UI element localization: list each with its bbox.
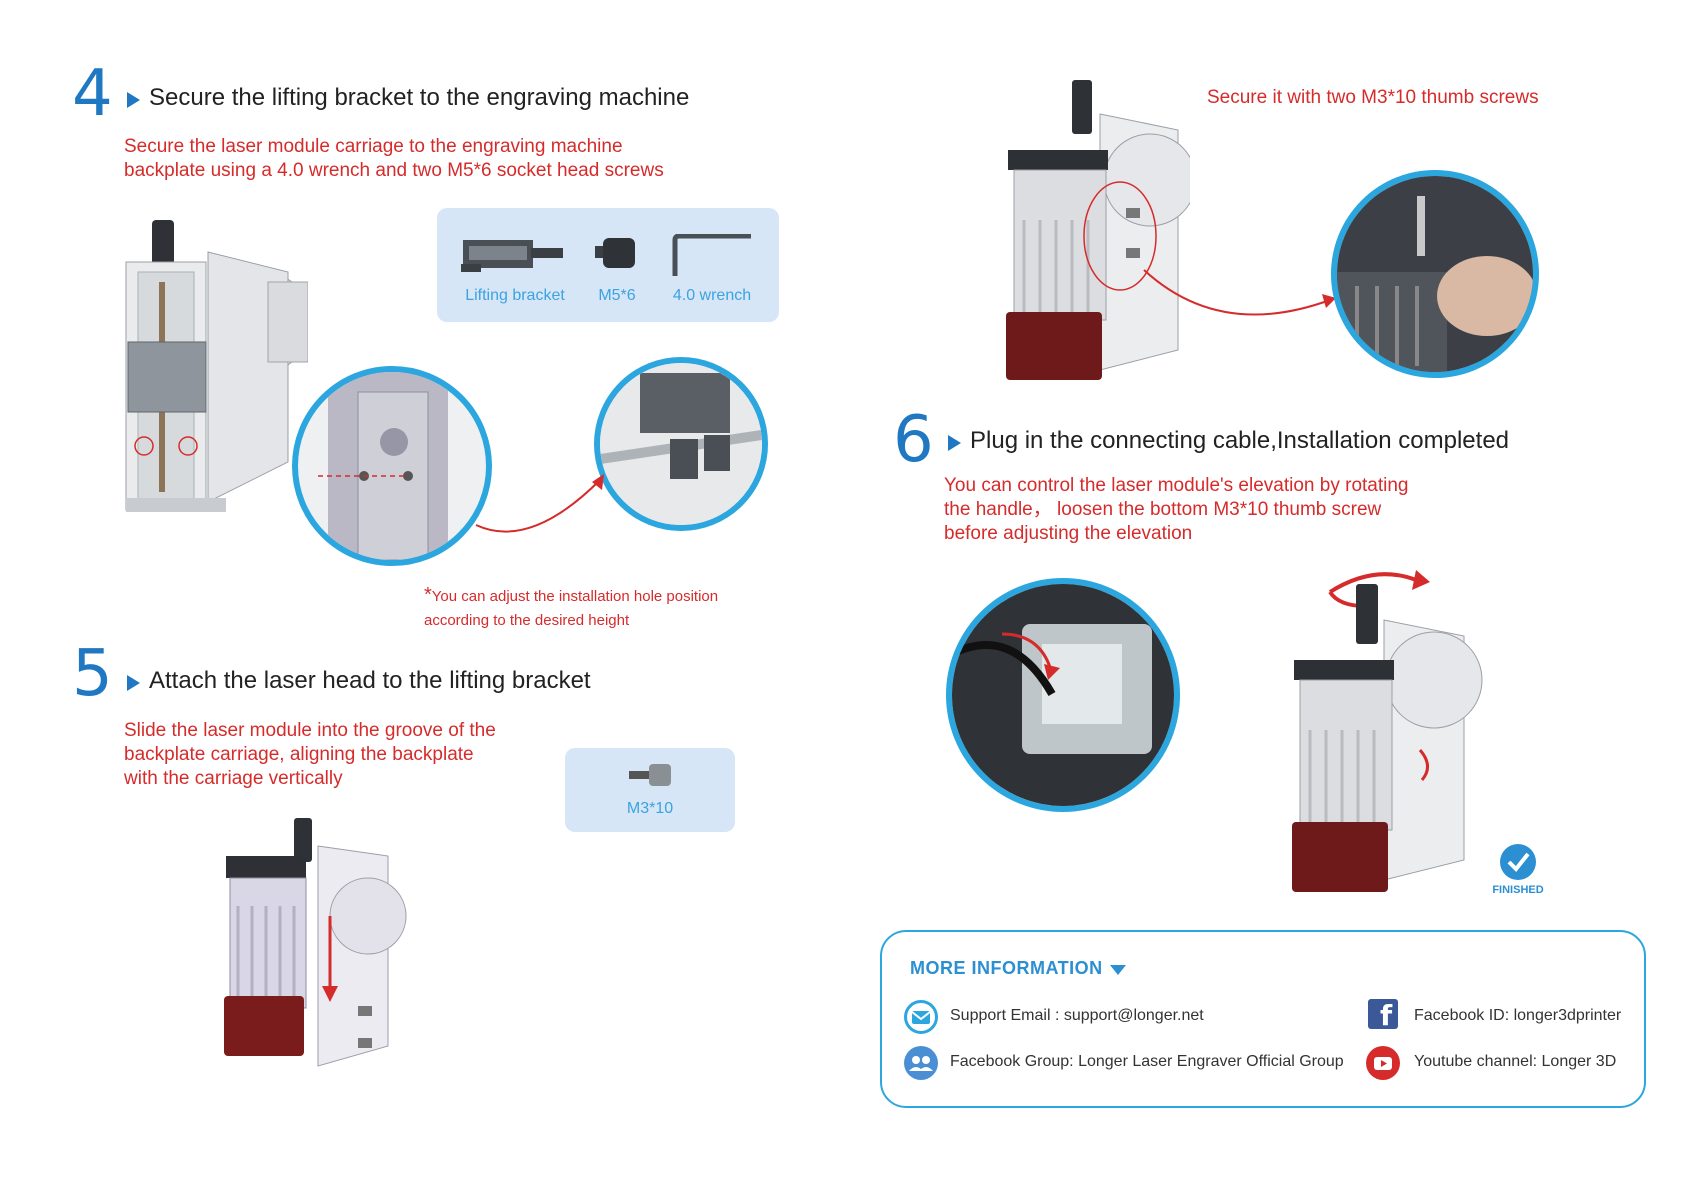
step-4-note: *You can adjust the installation hole po… — [424, 584, 719, 606]
step-5-desc-2: backplate carriage, aligning the backpla… — [124, 744, 474, 765]
parts-box-step5: M3*10 — [565, 748, 735, 832]
detail-circle-rail — [594, 357, 768, 531]
note-asterisk: * — [424, 584, 432, 606]
step-4-desc-2: backplate using a 4.0 wrench and two M5*… — [124, 160, 664, 181]
caret-down-icon — [1110, 965, 1126, 975]
checkmark-icon — [1500, 844, 1536, 880]
step-6-title: Plug in the connecting cable,Installatio… — [970, 427, 1510, 454]
thumb-screws-callout: Secure it with two M3*10 thumb screws — [1207, 87, 1539, 108]
play-triangle-icon — [127, 92, 140, 108]
thumb-screw-icon — [629, 764, 671, 786]
youtube-icon — [1366, 1046, 1400, 1080]
play-triangle-icon — [948, 435, 961, 451]
step-6-desc-3: before adjusting the elevation — [944, 523, 1193, 544]
step-4-note-1: You can adjust the installation hole pos… — [431, 588, 719, 605]
step-4-number: 4 — [72, 57, 113, 131]
wrench-icon — [672, 234, 751, 276]
step-6-desc-1: You can control the laser module's eleva… — [944, 475, 1409, 496]
facebook-icon: f — [1368, 999, 1398, 1031]
part-label-wrench: 4.0 wrench — [672, 287, 752, 304]
part-label-lifting-bracket: Lifting bracket — [465, 287, 565, 304]
step-6-desc-2: the handle， loosen the bottom M3*10 thum… — [944, 499, 1382, 520]
support-email-link[interactable]: Support Email : support@longer.net — [950, 1007, 1204, 1024]
step-4-note-2: according to the desired height — [424, 612, 630, 629]
part-label-m5: M5*6 — [598, 287, 636, 304]
more-information-title: MORE INFORMATION — [910, 958, 1103, 978]
lifting-bracket-illustration — [125, 220, 308, 512]
step-6-number: 6 — [893, 403, 934, 477]
facebook-id-link[interactable]: Facebook ID: longer3dprinter — [1414, 1007, 1622, 1024]
connector-arrow — [475, 474, 604, 533]
play-triangle-icon — [127, 675, 140, 691]
detail-circle-holes — [292, 366, 492, 566]
more-information-box: MORE INFORMATION Support Email : support… — [880, 930, 1646, 1108]
parts-box-step4: Lifting bracket M5*6 4.0 wrench — [437, 208, 779, 322]
laser-head-assembly — [224, 818, 407, 1067]
finished-assembly-illustration — [1292, 570, 1483, 892]
step-5-number: 5 — [72, 637, 113, 711]
finished-label: FINISHED — [1492, 884, 1544, 896]
detail-circle-thumbscrew — [1331, 170, 1539, 378]
email-icon — [904, 1000, 938, 1034]
youtube-channel-link[interactable]: Youtube channel: Longer 3D — [1414, 1053, 1617, 1070]
part-label-m3: M3*10 — [626, 800, 674, 817]
m5-screw-icon — [595, 238, 635, 268]
step-5-desc-1: Slide the laser module into the groove o… — [124, 720, 496, 741]
detail-circle-cable — [946, 578, 1180, 812]
laser-secured-illustration — [1006, 80, 1190, 380]
step-4-title: Secure the lifting bracket to the engrav… — [149, 84, 690, 111]
lifting-bracket-icon — [461, 240, 563, 272]
connector-arrow — [1143, 269, 1336, 316]
step-4-desc-1: Secure the laser module carriage to the … — [124, 136, 623, 157]
step-5-desc-3: with the carriage vertically — [124, 768, 343, 789]
facebook-group-link[interactable]: Facebook Group: Longer Laser Engraver Of… — [950, 1053, 1344, 1070]
group-icon — [904, 1046, 938, 1080]
step-5-title: Attach the laser head to the lifting bra… — [149, 667, 591, 694]
